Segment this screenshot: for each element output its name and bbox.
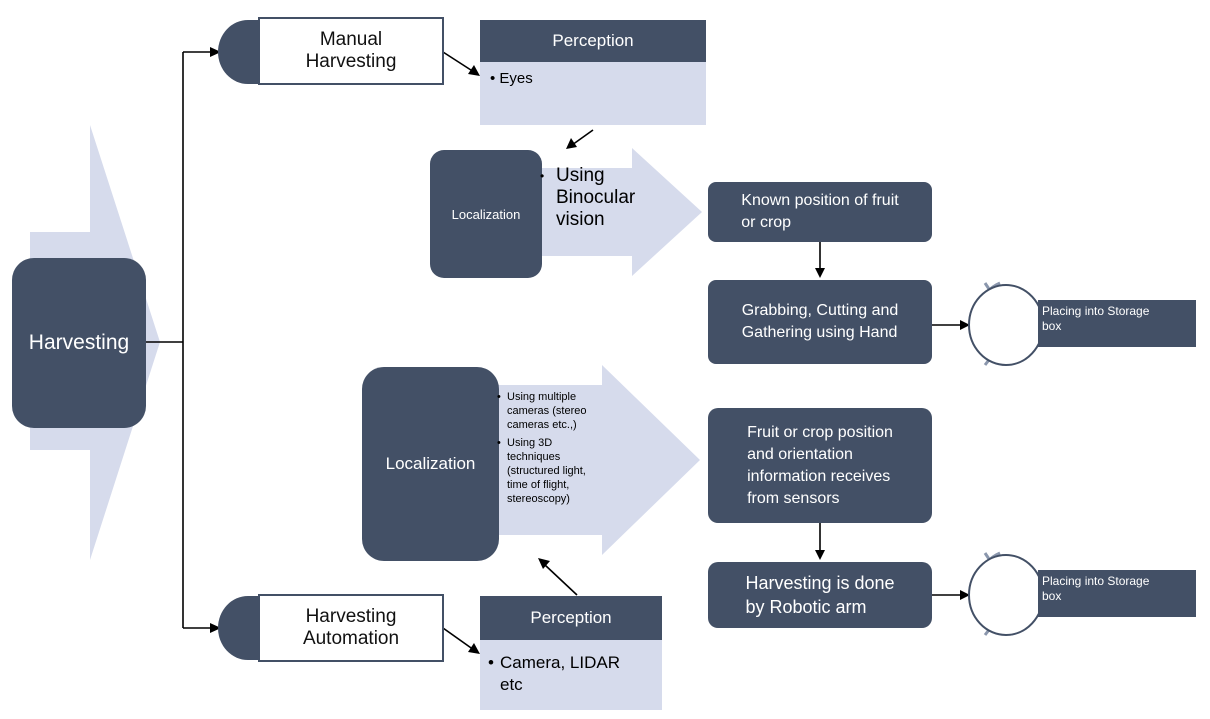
manual-perception-item: Eyes	[499, 70, 533, 87]
automation-localization-item-1-text: Using multiple cameras (stereo cameras e…	[507, 391, 587, 431]
manual-localization-label: Localization	[451, 206, 521, 222]
automation-step-position-info-label: Fruit or crop position and orientation i…	[747, 423, 893, 507]
harvesting-root-label: Harvesting	[28, 331, 130, 354]
automation-perception-bullet: •	[488, 653, 494, 672]
manual-localization-bullet: •	[540, 169, 545, 183]
automation-step-position-info: Fruit or crop position and orientation i…	[708, 408, 932, 523]
automation-localization-bullet-1: •	[497, 391, 501, 403]
automation-step-robotic-arm: Harvesting is done by Robotic arm	[708, 562, 932, 628]
harvesting-root-node: Harvesting	[12, 258, 146, 428]
automation-localization-bullet-list: • Using multiple cameras (stereo cameras…	[497, 390, 586, 506]
automation-localization-item-2: • Using 3D techniques (structured light,…	[497, 436, 586, 506]
arrowheads	[210, 47, 970, 654]
manual-storage-box: Placing into Storage box	[1038, 300, 1196, 347]
manual-perception-bullet: •	[490, 70, 500, 87]
manual-half-disc	[218, 20, 258, 84]
manual-perception-body: • Eyes	[480, 62, 706, 125]
automation-localization-bullet-2: •	[497, 437, 501, 449]
manual-localization-item: Using Binocular vision	[556, 165, 636, 230]
manual-localization-bullet-list: • Using Binocular vision	[540, 165, 635, 231]
manual-step-known-position-label: Known position of fruit or crop	[741, 192, 899, 231]
manual-harvesting-label: Manual Harvesting	[305, 29, 397, 72]
manual-storage-circle	[968, 281, 1044, 366]
manual-storage-label: Placing into Storage box	[1042, 304, 1150, 333]
manual-step-grabbing-label: Grabbing, Cutting and Gathering using Ha…	[741, 302, 899, 341]
manual-perception-header: Perception	[480, 20, 706, 62]
automation-localization-item-2-text: Using 3D techniques (structured light, t…	[507, 437, 586, 505]
automation-storage-circle	[968, 551, 1044, 636]
automation-localization-label: Localization	[385, 454, 476, 473]
automation-perception-item: Camera, LIDAR etc	[500, 653, 620, 694]
automation-perception-body: • Camera, LIDAR etc	[480, 640, 662, 710]
manual-localization-node: Localization	[430, 150, 542, 278]
automation-perception-title: Perception	[530, 608, 612, 627]
automation-perception-header: Perception	[480, 596, 662, 640]
manual-step-grabbing: Grabbing, Cutting and Gathering using Ha…	[708, 280, 932, 364]
harvesting-automation-label: Harvesting Automation	[302, 606, 400, 649]
automation-step-robotic-arm-label: Harvesting is done by Robotic arm	[745, 573, 895, 617]
automation-storage-label: Placing into Storage box	[1042, 574, 1150, 603]
automation-localization-item-1: • Using multiple cameras (stereo cameras…	[497, 390, 586, 432]
manual-harvesting-box: Manual Harvesting	[258, 17, 444, 85]
automation-localization-node: Localization	[362, 367, 499, 561]
manual-step-known-position: Known position of fruit or crop	[708, 182, 932, 242]
automation-localization-arrow	[498, 365, 700, 555]
automation-storage-box: Placing into Storage box	[1038, 570, 1196, 617]
manual-localization-arrow	[540, 148, 702, 276]
automation-half-disc	[218, 596, 258, 660]
automation-perception-item-row: • Camera, LIDAR etc	[488, 652, 654, 696]
harvesting-automation-box: Harvesting Automation	[258, 594, 444, 662]
manual-perception-title: Perception	[552, 31, 634, 50]
connectors	[146, 51, 962, 651]
